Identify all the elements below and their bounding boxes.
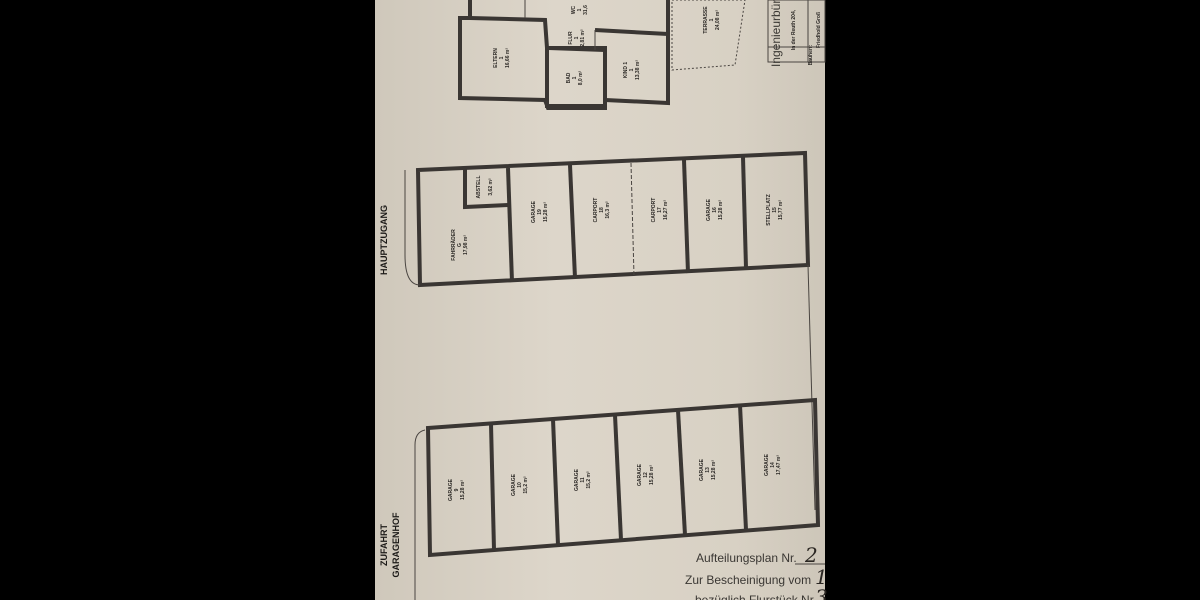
room-name-label: FLUR — [568, 31, 574, 45]
room-name-label: GARAGE — [706, 198, 712, 221]
title-block-office: Ingenieurbüro — [769, 0, 783, 67]
room-number-label: 18 — [599, 207, 605, 213]
room-number-label: 11 — [580, 477, 586, 483]
room-name-label: GARAGE — [764, 453, 770, 476]
certificate-value: 1 — [815, 565, 828, 589]
room-number-label: 1 — [577, 8, 583, 11]
bottom-garage-row-walls — [414, 397, 821, 600]
room-name-label: GARAGE — [448, 478, 454, 501]
room-area-label: 24,08 m² — [715, 10, 721, 30]
room-number-label: 1 — [574, 36, 580, 39]
room-area-label: 16,3 m² — [605, 201, 611, 219]
room-area-label: 15,28 m² — [711, 460, 717, 480]
room-name-label: CARPORT — [593, 198, 599, 223]
room-name-label: BAD — [566, 72, 572, 83]
parcel-value: 3 — [815, 585, 828, 600]
room-area-label: 17,47 m² — [776, 455, 782, 475]
title-block-address: In der Reuth 204, — [791, 9, 797, 50]
room-area-label: 15,28 m² — [460, 480, 466, 500]
room-number-label: 9 — [454, 488, 460, 491]
room-number-label: 1 — [709, 18, 715, 21]
room-area-label: 8,0 m² — [578, 70, 584, 85]
room-area-label: 3,62 m² — [488, 178, 494, 196]
room-area-label: 15,77 m² — [778, 200, 784, 220]
room-area-label: 15,28 m² — [649, 465, 655, 485]
title-block-client-label: Bauherr: — [808, 44, 814, 65]
room-number-label: 14 — [770, 462, 776, 468]
room-name-label: ABSTELL — [476, 175, 482, 198]
room-number-label: 17 — [657, 207, 663, 213]
room-number-label: 1 — [629, 68, 635, 71]
room-number-label: 16 — [712, 207, 718, 213]
room-area-label: 2,81 m² — [580, 29, 586, 47]
room-name-label: GARAGE — [511, 473, 517, 496]
room-area-label: 16,66 m² — [505, 48, 511, 68]
room-area-label: 15,28 m² — [718, 200, 724, 220]
room-name-label: FAHRRÄDER — [450, 229, 457, 261]
room-area-label: 15,28 m² — [543, 202, 549, 222]
room-name-label: KIND 1 — [623, 62, 629, 79]
room-area-label: 16,27 m² — [663, 200, 669, 220]
top-garage-row-walls — [404, 150, 816, 511]
room-area-label: 31,6 — [583, 5, 589, 15]
room-number-label: 13 — [705, 467, 711, 473]
room-number-label: 1 — [499, 56, 505, 59]
room-name-label: GARAGE — [699, 458, 705, 481]
parcel-label: bezüglich Flurstück Nr. — [695, 593, 816, 600]
floor-plan-sheet — [375, 0, 825, 600]
room-name-label: CARPORT — [651, 198, 657, 223]
room-name-label: ELTERN — [493, 48, 499, 68]
room-number-label: 15 — [772, 207, 778, 213]
title-block-client: Friedhold Groß — [816, 12, 822, 48]
driveway-label: ZUFAHRT — [379, 524, 389, 566]
room-name-label: WC — [571, 5, 577, 14]
room-name-label: GARAGE — [574, 468, 580, 491]
room-number-label: 10 — [517, 482, 523, 488]
room-area-label: 13,38 m² — [635, 60, 641, 80]
room-number-label: 1 — [572, 76, 578, 79]
room-name-label: TERRASSE — [703, 6, 709, 34]
main-entrance-label: HAUPTZUGANG — [379, 205, 389, 275]
plan-number-label: Aufteilungsplan Nr. — [696, 551, 797, 565]
plan-number-value: 2 — [804, 543, 818, 567]
title-block — [767, 0, 826, 63]
courtyard-label: GARAGENHOF — [391, 512, 401, 578]
room-area-label: 17,98 m² — [463, 235, 469, 255]
room-area-label: 15,2 m² — [586, 471, 592, 489]
room-area-label: 15,2 m² — [523, 476, 529, 494]
room-number-label: 12 — [643, 472, 649, 478]
room-name-label: GARAGE — [531, 200, 537, 223]
certificate-label: Zur Bescheinigung vom — [685, 573, 811, 587]
room-name-label: STELLPLATZ — [766, 194, 772, 226]
room-name-label: GARAGE — [637, 463, 643, 486]
room-number-label: G — [457, 243, 463, 247]
room-number-label: 19 — [537, 209, 543, 215]
house-walls — [458, 0, 746, 110]
